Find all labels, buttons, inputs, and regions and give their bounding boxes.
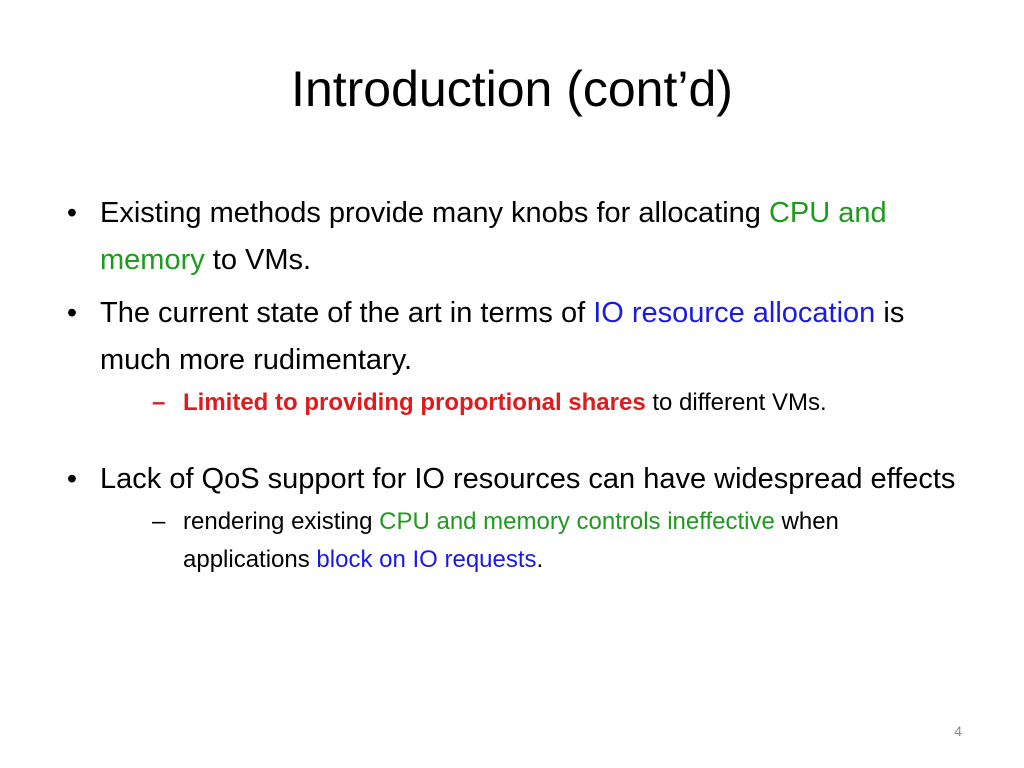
highlight-io-resource-allocation: IO resource allocation	[593, 297, 876, 329]
sub-bullet-proportional-shares: – Limited to providing proportional shar…	[138, 384, 962, 422]
highlight-proportional-shares: Limited to providing proportional shares	[183, 389, 646, 416]
sub-bullet-text-end: .	[536, 546, 544, 573]
sub-bullet-rendering-ineffective: – rendering existing CPU and memory cont…	[138, 503, 962, 579]
bullet-lack-of-qos: • Lack of QoS support for IO resources c…	[62, 456, 962, 579]
bullet-existing-methods: • Existing methods provide many knobs fo…	[62, 190, 962, 284]
dash-icon: –	[152, 389, 166, 416]
highlight-cpu-memory: CPU and memory	[100, 197, 887, 276]
sub-bullet-text: rendering existing	[183, 508, 380, 535]
spacer	[62, 428, 962, 456]
page-number: 4	[954, 723, 962, 739]
sub-bullet-list: – rendering existing CPU and memory cont…	[100, 503, 962, 579]
bullet-state-of-art: • The current state of the art in terms …	[62, 290, 962, 422]
bullet-text: The current state of the art in terms of	[100, 297, 594, 329]
bullet-list: • Existing methods provide many knobs fo…	[62, 190, 962, 585]
slide-title: Introduction (cont’d)	[291, 61, 733, 117]
bullet-dot-icon: •	[66, 197, 78, 229]
bullet-dot-icon: •	[66, 463, 78, 495]
bullet-dot-icon: •	[66, 297, 78, 329]
bullet-text-end: is much more rudimentary.	[100, 297, 905, 376]
sub-bullet-text-end: to different VMs.	[645, 389, 827, 416]
bullet-text: Lack of QoS support for IO resources can…	[100, 463, 956, 495]
bullet-text: Existing methods provide many knobs for …	[100, 197, 769, 229]
sub-bullet-text-mid: when applications	[183, 508, 839, 573]
sub-bullet-list: – Limited to providing proportional shar…	[100, 384, 962, 422]
bullet-text-end: to VMs.	[204, 244, 312, 276]
dash-icon: –	[152, 508, 166, 535]
highlight-block-on-io: block on IO requests	[316, 546, 537, 573]
highlight-cpu-memory-controls: CPU and memory controls ineffective	[379, 508, 775, 535]
